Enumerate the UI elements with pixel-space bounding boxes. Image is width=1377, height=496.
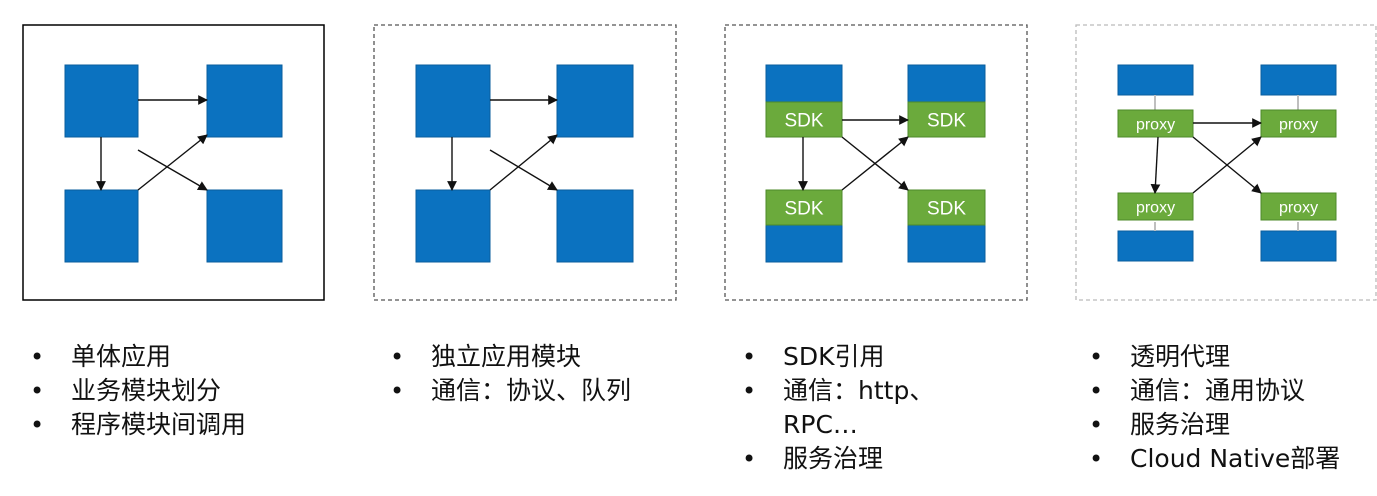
- call-arrow: [489, 149, 558, 191]
- bullet-item: 服务治理: [738, 442, 998, 476]
- call-arrow: [1150, 136, 1161, 194]
- bullet-item: 独立应用模块: [386, 340, 706, 374]
- bullet-item: SDK引用: [738, 340, 998, 374]
- service-module: [206, 64, 283, 138]
- service-module: [64, 189, 139, 263]
- bullet-item: 通信：通用协议: [1085, 374, 1375, 408]
- bullet-item: 通信：协议、队列: [386, 374, 706, 408]
- architecture-panel: SDK SDK SDK SDK: [724, 24, 1028, 301]
- call-arrow: [489, 134, 558, 191]
- proxy-component: [1260, 192, 1337, 221]
- sdk-label: SDK: [784, 199, 823, 220]
- bullet-list-proxy: 透明代理 通信：通用协议 服务治理 Cloud Native部署: [1085, 340, 1375, 476]
- bullet-item: 服务治理: [1085, 408, 1375, 442]
- bullet-list-monolith: 单体应用 业务模块划分 程序模块间调用: [26, 340, 346, 442]
- sdk-component: [765, 101, 843, 138]
- bullet-item: Cloud Native部署: [1085, 442, 1375, 476]
- service-module: [415, 64, 491, 138]
- service-module: [206, 189, 283, 263]
- proxy-label: proxy: [1136, 200, 1175, 217]
- bullet-item: 通信：http、RPC…: [738, 374, 998, 442]
- sdk-label: SDK: [784, 111, 823, 132]
- panel-border: [22, 24, 325, 301]
- service-module: [1117, 230, 1194, 262]
- sdk-label: SDK: [927, 111, 966, 132]
- panel-border: [1075, 24, 1377, 301]
- panel-border: [724, 24, 1028, 301]
- call-arrow: [1192, 136, 1262, 194]
- service-module: [1260, 64, 1337, 96]
- sdk-component: [765, 189, 843, 226]
- service-module: [1260, 230, 1337, 262]
- proxy-label: proxy: [1136, 117, 1175, 134]
- bullet-item: 业务模块划分: [26, 374, 346, 408]
- proxy-component: [1117, 192, 1194, 221]
- proxy-label: proxy: [1279, 117, 1318, 134]
- bullet-item: 透明代理: [1085, 340, 1375, 374]
- service-module: [415, 189, 491, 263]
- sdk-label: SDK: [927, 199, 966, 220]
- sdk-component: [907, 189, 986, 226]
- service-module: [64, 64, 139, 138]
- panel-border: [373, 24, 677, 301]
- architecture-panel: [373, 24, 677, 301]
- bullet-item: 单体应用: [26, 340, 346, 374]
- bullet-item: 程序模块间调用: [26, 408, 346, 442]
- proxy-label: proxy: [1279, 200, 1318, 217]
- architecture-panel: proxy proxy proxy proxy: [1075, 24, 1377, 301]
- service-module: [556, 64, 634, 138]
- bullet-list-sdk: SDK引用 通信：http、RPC… 服务治理: [738, 340, 998, 476]
- call-arrow: [841, 136, 909, 191]
- service-module: [556, 189, 634, 263]
- proxy-component: [1117, 109, 1194, 138]
- architecture-panel: [22, 24, 325, 301]
- call-arrow: [137, 149, 208, 191]
- proxy-component: [1260, 109, 1337, 138]
- service-module: [1117, 64, 1194, 96]
- bullet-list-independent-modules: 独立应用模块 通信：协议、队列: [386, 340, 706, 408]
- call-arrow: [137, 134, 208, 191]
